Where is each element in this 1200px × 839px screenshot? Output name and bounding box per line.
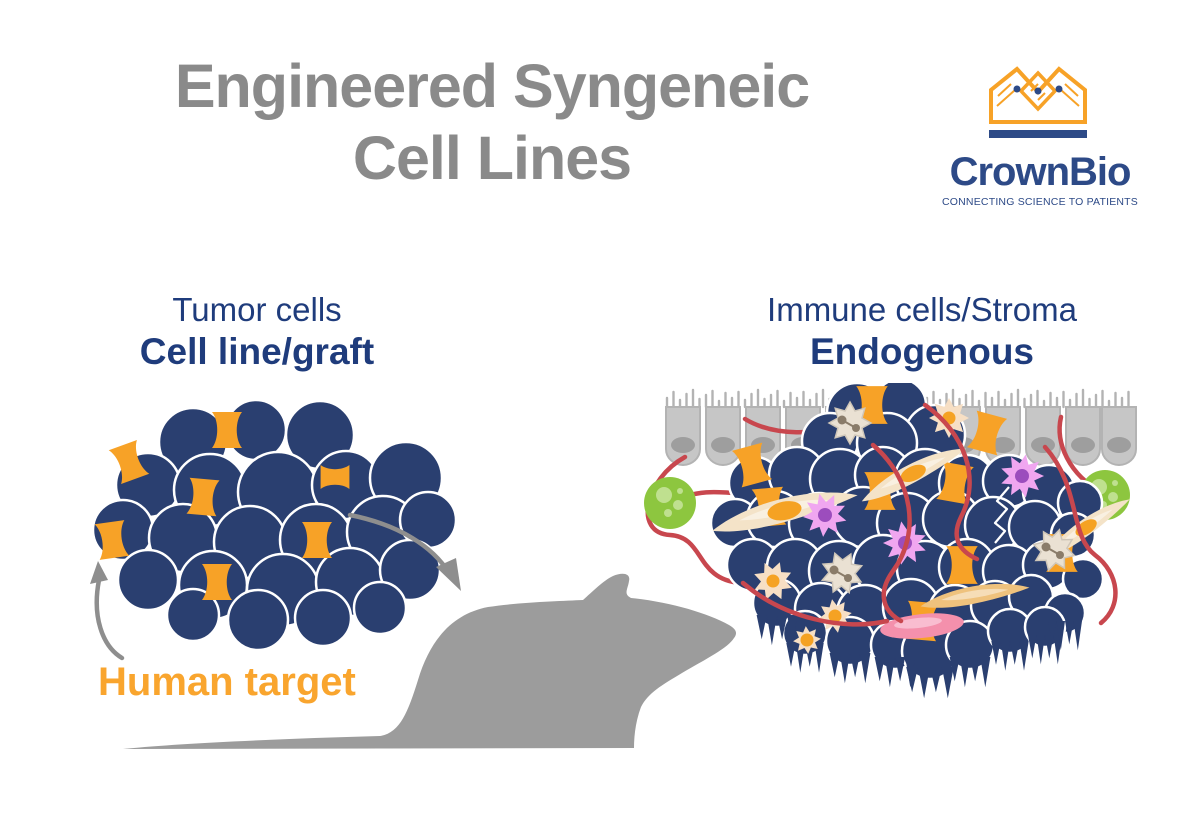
tumor-cell-cluster [91,398,458,652]
tumor-cells-label-line1: Tumor cells [172,291,342,328]
logo-wordmark: CrownBio [949,150,1132,194]
immune-cells-label-line1: Immune cells/Stroma [767,291,1077,328]
immune-cells-label-line2: Endogenous [809,331,1035,372]
mouse-silhouette [123,573,737,749]
crown-icon [989,66,1087,138]
page-title-line2: Cell Lines [352,124,632,192]
tumor-microenvironment-cluster [644,383,1137,699]
human-target-label: Human target [98,660,356,704]
curved-arrow-to-mouse [347,512,461,591]
page-title-line1: Engineered Syngeneic [174,52,810,120]
curved-arrow-to-cluster [90,561,125,661]
tumor-cells-label-line2: Cell line/graft [139,331,375,372]
logo-tagline: CONNECTING SCIENCE TO PATIENTS [942,196,1138,208]
page-title: Engineered Syngeneic Cell Lines [92,50,892,194]
tumor-cells-label: Tumor cells Cell line/graft [107,290,407,374]
immune-cells-label: Immune cells/Stroma Endogenous [757,290,1087,374]
